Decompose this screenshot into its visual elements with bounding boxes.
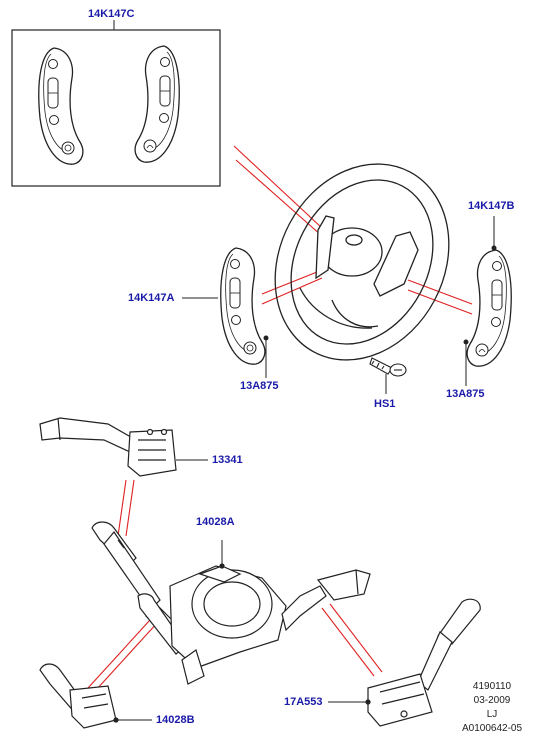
label-14028a: 14028A	[196, 516, 235, 528]
label-13341: 13341	[212, 454, 243, 466]
pad-14k147a	[220, 247, 266, 365]
steering-wheel	[274, 163, 450, 361]
switch-assembly-14028a	[91, 521, 371, 685]
label-13a875-right: 13A875	[446, 388, 485, 400]
stalk-13341	[39, 417, 208, 477]
label-13a875-left: 13A875	[240, 380, 279, 392]
screw-hs1	[369, 357, 407, 394]
label-14k147a: 14K147A	[128, 292, 175, 304]
stalk-17a553	[328, 598, 481, 727]
label-14k147b: 14K147B	[468, 200, 515, 212]
ref-line-3: LJ	[486, 709, 498, 720]
label-14028b: 14028B	[156, 714, 195, 726]
ref-line-4: A0100642-05	[461, 723, 523, 734]
pad-leaders	[182, 216, 497, 386]
label-hs1: HS1	[374, 398, 396, 410]
red-leader-lines	[87, 145, 473, 691]
ref-line-1: 4190110	[472, 681, 512, 692]
pad-14k147b	[466, 249, 512, 367]
label-17a553: 17A553	[284, 696, 323, 708]
ref-line-2: 03-2009	[473, 695, 511, 706]
label-14k147c: 14K147C	[88, 8, 135, 20]
stalk-14028b	[39, 663, 152, 729]
